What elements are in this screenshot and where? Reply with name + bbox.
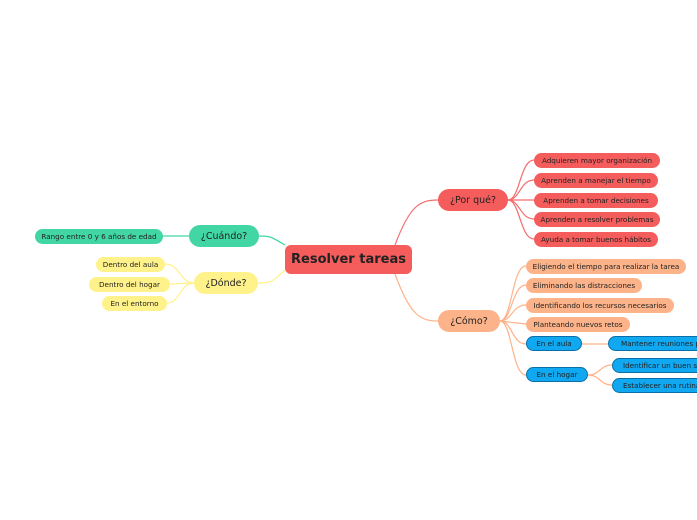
subtopic-por-que-1[interactable]: Adquieren mayor organización [534,153,660,168]
branch-como[interactable]: ¿Cómo? [438,310,500,332]
central-topic[interactable]: Resolver tareas [285,245,412,274]
subtopic-por-que-2[interactable]: Aprenden a manejar el tiempo [534,173,658,188]
link-central-cuando [257,235,286,246]
subtopic-por-que-4[interactable]: Aprenden a resolver problemas [534,212,660,227]
subtopic-donde-1[interactable]: Dentro del aula [96,257,165,272]
subtopic-donde-3[interactable]: En el entorno [102,296,167,311]
subtopic-como-2[interactable]: Eliminando las distracciones [526,278,642,293]
subtopic-aula-1[interactable]: Mantener reuniones pe [608,336,697,351]
subtopic-hogar-1[interactable]: Identificar un buen si [612,358,697,373]
link-central-como [394,273,439,322]
subtopic-como-3[interactable]: Identificando los recursos necesarios [526,298,674,313]
subtopic-en-el-aula[interactable]: En el aula [526,336,582,351]
subtopic-donde-2[interactable]: Dentro del hogar [89,277,170,292]
subtopic-por-que-5[interactable]: Ayuda a tomar buenos hábitos [534,232,658,247]
branch-cuando[interactable]: ¿Cuándo? [189,225,259,247]
subtopic-hogar-2[interactable]: Establecer una rutina [612,378,697,393]
branch-donde[interactable]: ¿Dónde? [194,272,258,294]
subtopic-en-el-hogar[interactable]: En el hogar [526,367,588,382]
subtopic-como-1[interactable]: Eligiendo el tiempo para realizar la tar… [526,259,686,274]
subtopic-como-4[interactable]: Planteando nuevos retos [526,317,630,332]
branch-por-que[interactable]: ¿Por qué? [438,189,508,211]
subtopic-por-que-3[interactable]: Aprenden a tomar decisiones [534,193,658,208]
link-central-porque [394,199,439,246]
subtopic-cuando-1[interactable]: Rango entre 0 y 6 años de edad [35,229,163,244]
link-central-donde [257,269,286,284]
